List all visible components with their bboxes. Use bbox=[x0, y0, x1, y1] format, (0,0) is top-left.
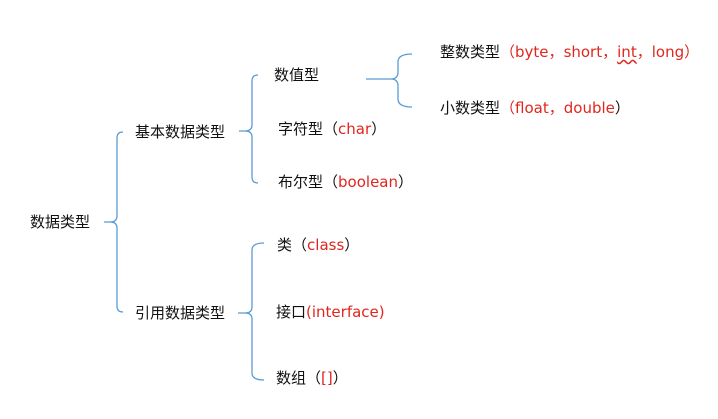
node-boolean-label: 布尔型 bbox=[278, 173, 324, 191]
keyword-char: char bbox=[338, 120, 372, 138]
character-close-paren: ） bbox=[371, 120, 387, 138]
reference-bracket bbox=[238, 242, 265, 381]
keyword-boolean: boolean bbox=[338, 173, 399, 191]
node-numeric-label: 数值型 bbox=[274, 66, 320, 84]
node-numeric: 数值型 bbox=[274, 65, 319, 85]
integer-sep-3: ， bbox=[636, 43, 652, 61]
node-class-label: 类 bbox=[277, 236, 293, 254]
node-array: 数组（[]） bbox=[276, 368, 348, 388]
keyword-class: class bbox=[307, 236, 345, 254]
node-primitive: 基本数据类型 bbox=[135, 122, 225, 142]
node-primitive-label: 基本数据类型 bbox=[135, 123, 226, 141]
keyword-byte: byte bbox=[515, 43, 549, 61]
character-open-paren: （ bbox=[323, 120, 339, 138]
node-class: 类（class） bbox=[277, 235, 359, 255]
class-close-paren: ） bbox=[344, 236, 360, 254]
node-array-label: 数组 bbox=[276, 369, 307, 387]
keyword-float: float bbox=[515, 99, 549, 117]
node-decimal: 小数类型（float，double） bbox=[440, 98, 630, 118]
node-integer-label: 整数类型 bbox=[440, 43, 501, 61]
primitive-bracket bbox=[239, 74, 259, 184]
keyword-array: [] bbox=[321, 369, 333, 387]
node-root-label: 数据类型 bbox=[30, 213, 91, 231]
node-character-label: 字符型 bbox=[278, 120, 324, 138]
decimal-open-paren: （ bbox=[500, 99, 516, 117]
node-root: 数据类型 bbox=[30, 212, 90, 232]
integer-close-paren: ） bbox=[684, 43, 700, 61]
node-integer: 整数类型（byte，short，int，long） bbox=[440, 42, 699, 62]
node-reference: 引用数据类型 bbox=[135, 303, 225, 323]
class-open-paren: （ bbox=[292, 236, 308, 254]
node-interface-label: 接口 bbox=[276, 303, 307, 321]
keyword-int: int bbox=[617, 43, 637, 61]
keyword-short: short bbox=[563, 43, 603, 61]
node-decimal-label: 小数类型 bbox=[440, 99, 501, 117]
numeric-bracket bbox=[366, 53, 413, 108]
keyword-long: long bbox=[651, 43, 685, 61]
array-open-paren: （ bbox=[306, 369, 322, 387]
node-reference-label: 引用数据类型 bbox=[135, 304, 226, 322]
integer-sep-2: ， bbox=[602, 43, 618, 61]
array-close-paren: ） bbox=[332, 369, 348, 387]
keyword-double: double bbox=[563, 99, 615, 117]
boolean-open-paren: （ bbox=[323, 173, 339, 191]
node-character: 字符型（char） bbox=[278, 119, 386, 139]
node-boolean: 布尔型（boolean） bbox=[278, 172, 413, 192]
node-interface: 接口(interface) bbox=[276, 302, 385, 322]
integer-open-paren: （ bbox=[500, 43, 516, 61]
keyword-interface: (interface) bbox=[306, 303, 385, 321]
root-bracket bbox=[104, 131, 124, 313]
integer-sep-1: ， bbox=[548, 43, 564, 61]
decimal-close-paren: ） bbox=[614, 99, 630, 117]
decimal-sep-1: ， bbox=[548, 99, 564, 117]
boolean-close-paren: ） bbox=[398, 173, 414, 191]
